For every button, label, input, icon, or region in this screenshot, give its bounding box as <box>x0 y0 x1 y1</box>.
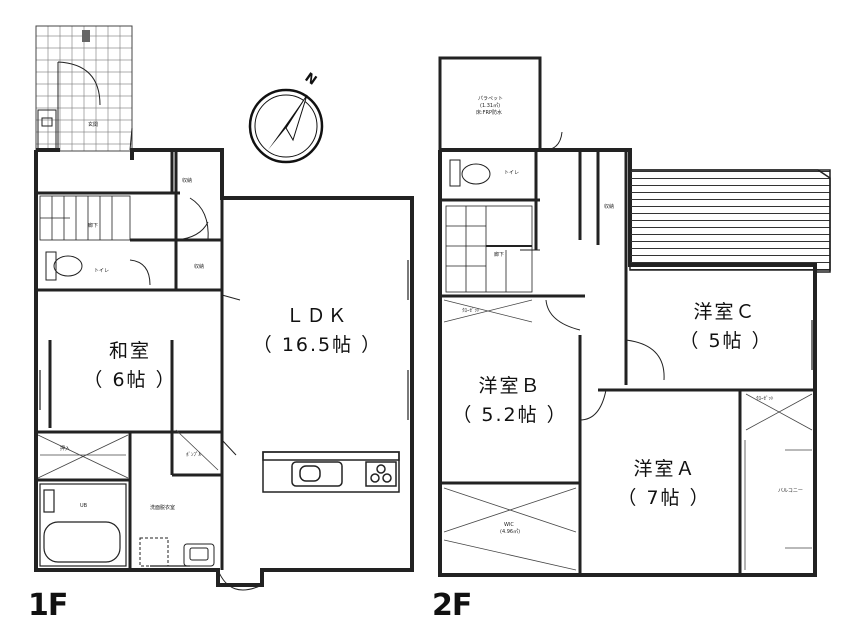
room-a-size: （ 7帖 ） <box>617 487 711 509</box>
label-entrance: 玄関 <box>88 122 99 128</box>
room-washitsu-size: （ 6帖 ） <box>83 369 177 391</box>
unit-bath <box>39 483 127 567</box>
label-oshiire: 押入 <box>60 446 71 452</box>
label-toilet-2f: トイレ <box>504 170 520 176</box>
label-parapet-frp: 床:FRP防水 <box>476 110 503 116</box>
stairs-1f <box>39 195 131 241</box>
kitchen-counter <box>262 451 400 493</box>
label-closet-b: ｸﾛｰｾﾞｯﾄ <box>462 308 480 314</box>
label-storage-2: 収納 <box>194 264 205 270</box>
room-ldk-size: （ 16.5帖 ） <box>252 334 383 356</box>
label-closet-a: ｸﾛｰｾﾞｯﾄ <box>756 396 774 402</box>
label-hall-1f: 廊下 <box>88 223 99 229</box>
toilet-1f <box>45 251 151 286</box>
room-c-name: 洋室Ｃ <box>693 301 757 323</box>
room-b-name: 洋室Ｂ <box>478 375 542 397</box>
label-unit-bath: UB <box>80 503 88 509</box>
floor-label-1f: 1F <box>28 588 68 623</box>
second-floor-plan <box>438 56 831 577</box>
label-toilet-1f: トイレ <box>94 268 110 274</box>
stairs-2f <box>445 205 533 293</box>
label-parapet: パラペット <box>478 96 504 102</box>
room-b-size: （ 5.2帖 ） <box>452 404 568 426</box>
label-washroom: 洗面脱衣室 <box>150 505 176 511</box>
label-pump: ﾎﾞﾝﾌﾟﾙ <box>186 452 202 458</box>
label-hall-2f: 廊下 <box>494 252 505 258</box>
label-storage-2f: 収納 <box>604 204 615 210</box>
north-compass <box>248 88 324 164</box>
room-ldk-name: ＬＤＫ <box>285 305 349 327</box>
label-wic-area: (4.96㎡) <box>500 529 521 535</box>
room-c-size: （ 5帖 ） <box>679 330 773 352</box>
toilet-2f <box>449 159 491 187</box>
label-storage-1: 収納 <box>182 178 193 184</box>
entrance-porch <box>35 25 133 152</box>
balcony-deck <box>629 169 831 271</box>
outer-wall-1f <box>34 148 414 587</box>
room-washitsu-name: 和室 <box>108 340 151 362</box>
label-balcony: バルコニー <box>778 488 803 494</box>
room-a-name: 洋室Ａ <box>633 458 697 480</box>
label-wic: WIC <box>504 522 514 528</box>
first-floor-plan <box>34 25 414 591</box>
floor-label-2f: 2F <box>432 588 472 623</box>
label-parapet-area: (1.31㎡) <box>480 103 501 109</box>
